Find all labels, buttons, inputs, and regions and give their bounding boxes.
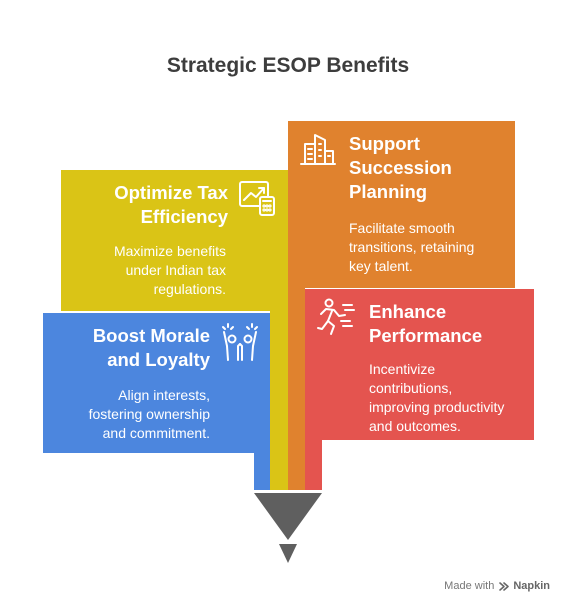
running-person-icon [317, 298, 355, 335]
buildings-icon [300, 134, 336, 165]
card-succession-shape [288, 121, 515, 490]
napkin-logo-icon [499, 581, 510, 591]
card-performance-title: Enhance Performance [369, 301, 483, 346]
card-tax-title: Optimize Tax Efficiency [114, 182, 228, 227]
card-morale-description: Align interests, fostering ownership and… [88, 387, 210, 441]
page-title: Strategic ESOP Benefits [166, 54, 410, 77]
made-with-label: Made with [444, 580, 495, 592]
card-morale-shape [43, 313, 270, 490]
funnel-triangle [254, 493, 322, 540]
card-tax-shape [61, 170, 288, 490]
chart-calculator-icon [239, 181, 275, 216]
napkin-brand: Napkin [513, 580, 550, 592]
made-with-napkin: Made with Napkin [444, 580, 550, 592]
card-succession-title: Support Succession Planning [349, 133, 452, 202]
celebrating-people-icon [222, 323, 258, 361]
card-morale-title: Boost Morale and Loyalty [92, 325, 210, 370]
funnel-tip [279, 544, 297, 563]
card-performance-description: Incentivize contributions, improving pro… [369, 361, 505, 434]
card-performance-shape [305, 289, 534, 490]
card-tax-description: Maximize benefits under Indian tax regul… [113, 243, 226, 297]
card-succession-description: Facilitate smooth transitions, retaining… [349, 220, 475, 274]
